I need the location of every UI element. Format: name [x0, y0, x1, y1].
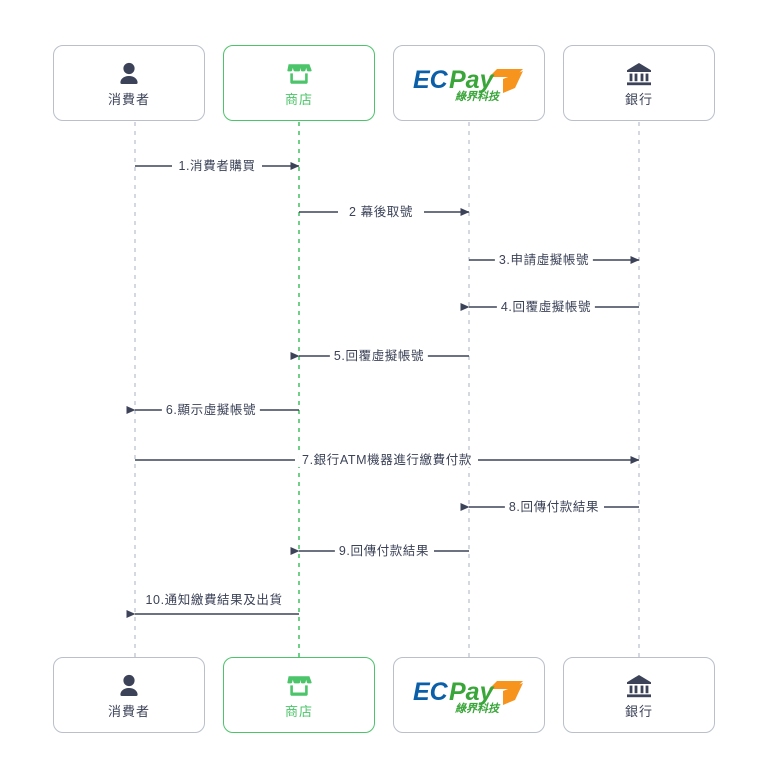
store-icon	[286, 671, 312, 701]
svg-text:EC: EC	[413, 678, 449, 706]
person-icon	[117, 671, 141, 701]
person-icon	[117, 59, 141, 89]
actor-consumer-top[interactable]: 消費者	[53, 45, 205, 121]
actor-bank-top[interactable]: 銀行	[563, 45, 715, 121]
actor-label: 銀行	[624, 91, 653, 107]
message-label-10: 10.通知繳費結果及出貨	[141, 593, 287, 607]
actor-label: 消費者	[107, 703, 150, 719]
actor-consumer-bottom[interactable]: 消費者	[53, 657, 205, 733]
actor-ecpay-bottom[interactable]: EC Pay 綠界科技	[393, 657, 545, 733]
message-label-3: 3.申請虛擬帳號	[494, 253, 594, 267]
message-label-4: 4.回覆虛擬帳號	[496, 300, 596, 314]
ecpay-logo: EC Pay 綠界科技	[409, 671, 529, 719]
actor-label: 商店	[284, 91, 313, 107]
svg-text:Pay: Pay	[449, 678, 495, 706]
svg-text:綠界科技: 綠界科技	[455, 90, 501, 103]
svg-text:綠界科技: 綠界科技	[455, 702, 501, 715]
ecpay-logo: EC Pay 綠界科技	[409, 59, 529, 107]
message-label-6: 6.顯示虛擬帳號	[161, 403, 261, 417]
svg-text:Pay: Pay	[449, 66, 495, 94]
message-label-2: 2 幕後取號	[344, 205, 418, 219]
actor-label: 消費者	[107, 91, 150, 107]
message-label-8: 8.回傳付款結果	[504, 500, 604, 514]
store-icon	[286, 59, 312, 89]
message-label-7: 7.銀行ATM機器進行繳費付款	[298, 453, 476, 467]
actor-bank-bottom[interactable]: 銀行	[563, 657, 715, 733]
bank-icon	[626, 59, 652, 89]
actor-merchant-bottom[interactable]: 商店	[223, 657, 375, 733]
message-label-5: 5.回覆虛擬帳號	[329, 349, 429, 363]
lifelines	[134, 122, 640, 657]
message-label-9: 9.回傳付款結果	[334, 544, 434, 558]
actor-ecpay-top[interactable]: EC Pay 綠界科技	[393, 45, 545, 121]
actor-label: 銀行	[624, 703, 653, 719]
message-label-1: 1.消費者購買	[174, 159, 260, 173]
message-arrows	[126, 162, 640, 618]
actor-label: 商店	[284, 703, 313, 719]
svg-text:EC: EC	[413, 66, 449, 94]
bank-icon	[626, 671, 652, 701]
actor-merchant-top[interactable]: 商店	[223, 45, 375, 121]
